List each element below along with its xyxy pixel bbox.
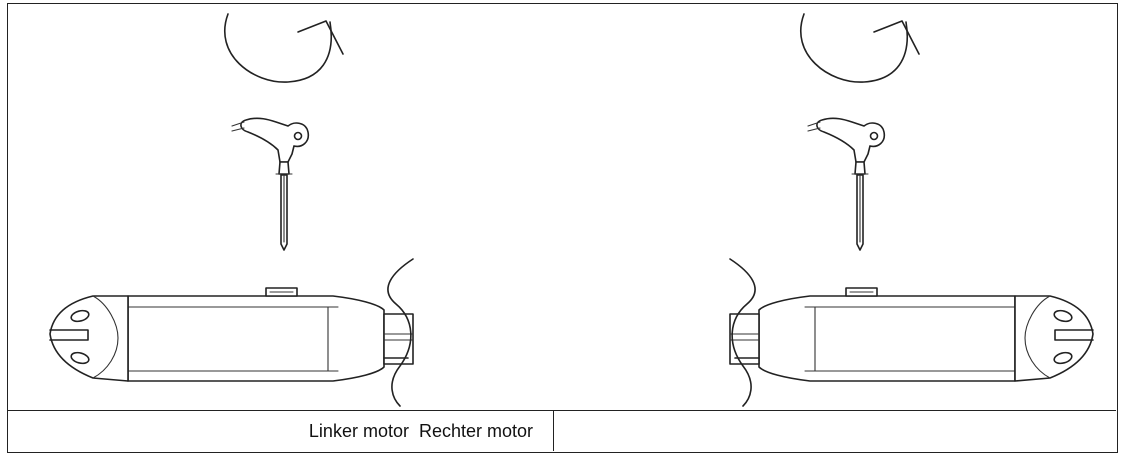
caption-right-cell <box>554 411 1116 451</box>
left-rotation-arrow-icon <box>224 13 344 83</box>
left-hex-key-icon <box>231 117 310 251</box>
illustration-area <box>49 13 1094 407</box>
left-motor-icon <box>49 258 414 407</box>
caption-table-row: Linker motor Rechter motor <box>8 410 1116 451</box>
right-hex-key-icon <box>807 117 886 251</box>
caption-left-cell: Linker motor Rechter motor <box>8 411 554 451</box>
right-motor-icon <box>729 258 1094 407</box>
right-rotation-arrow-icon <box>800 13 920 83</box>
figure-frame: Linker motor Rechter motor <box>7 3 1118 453</box>
